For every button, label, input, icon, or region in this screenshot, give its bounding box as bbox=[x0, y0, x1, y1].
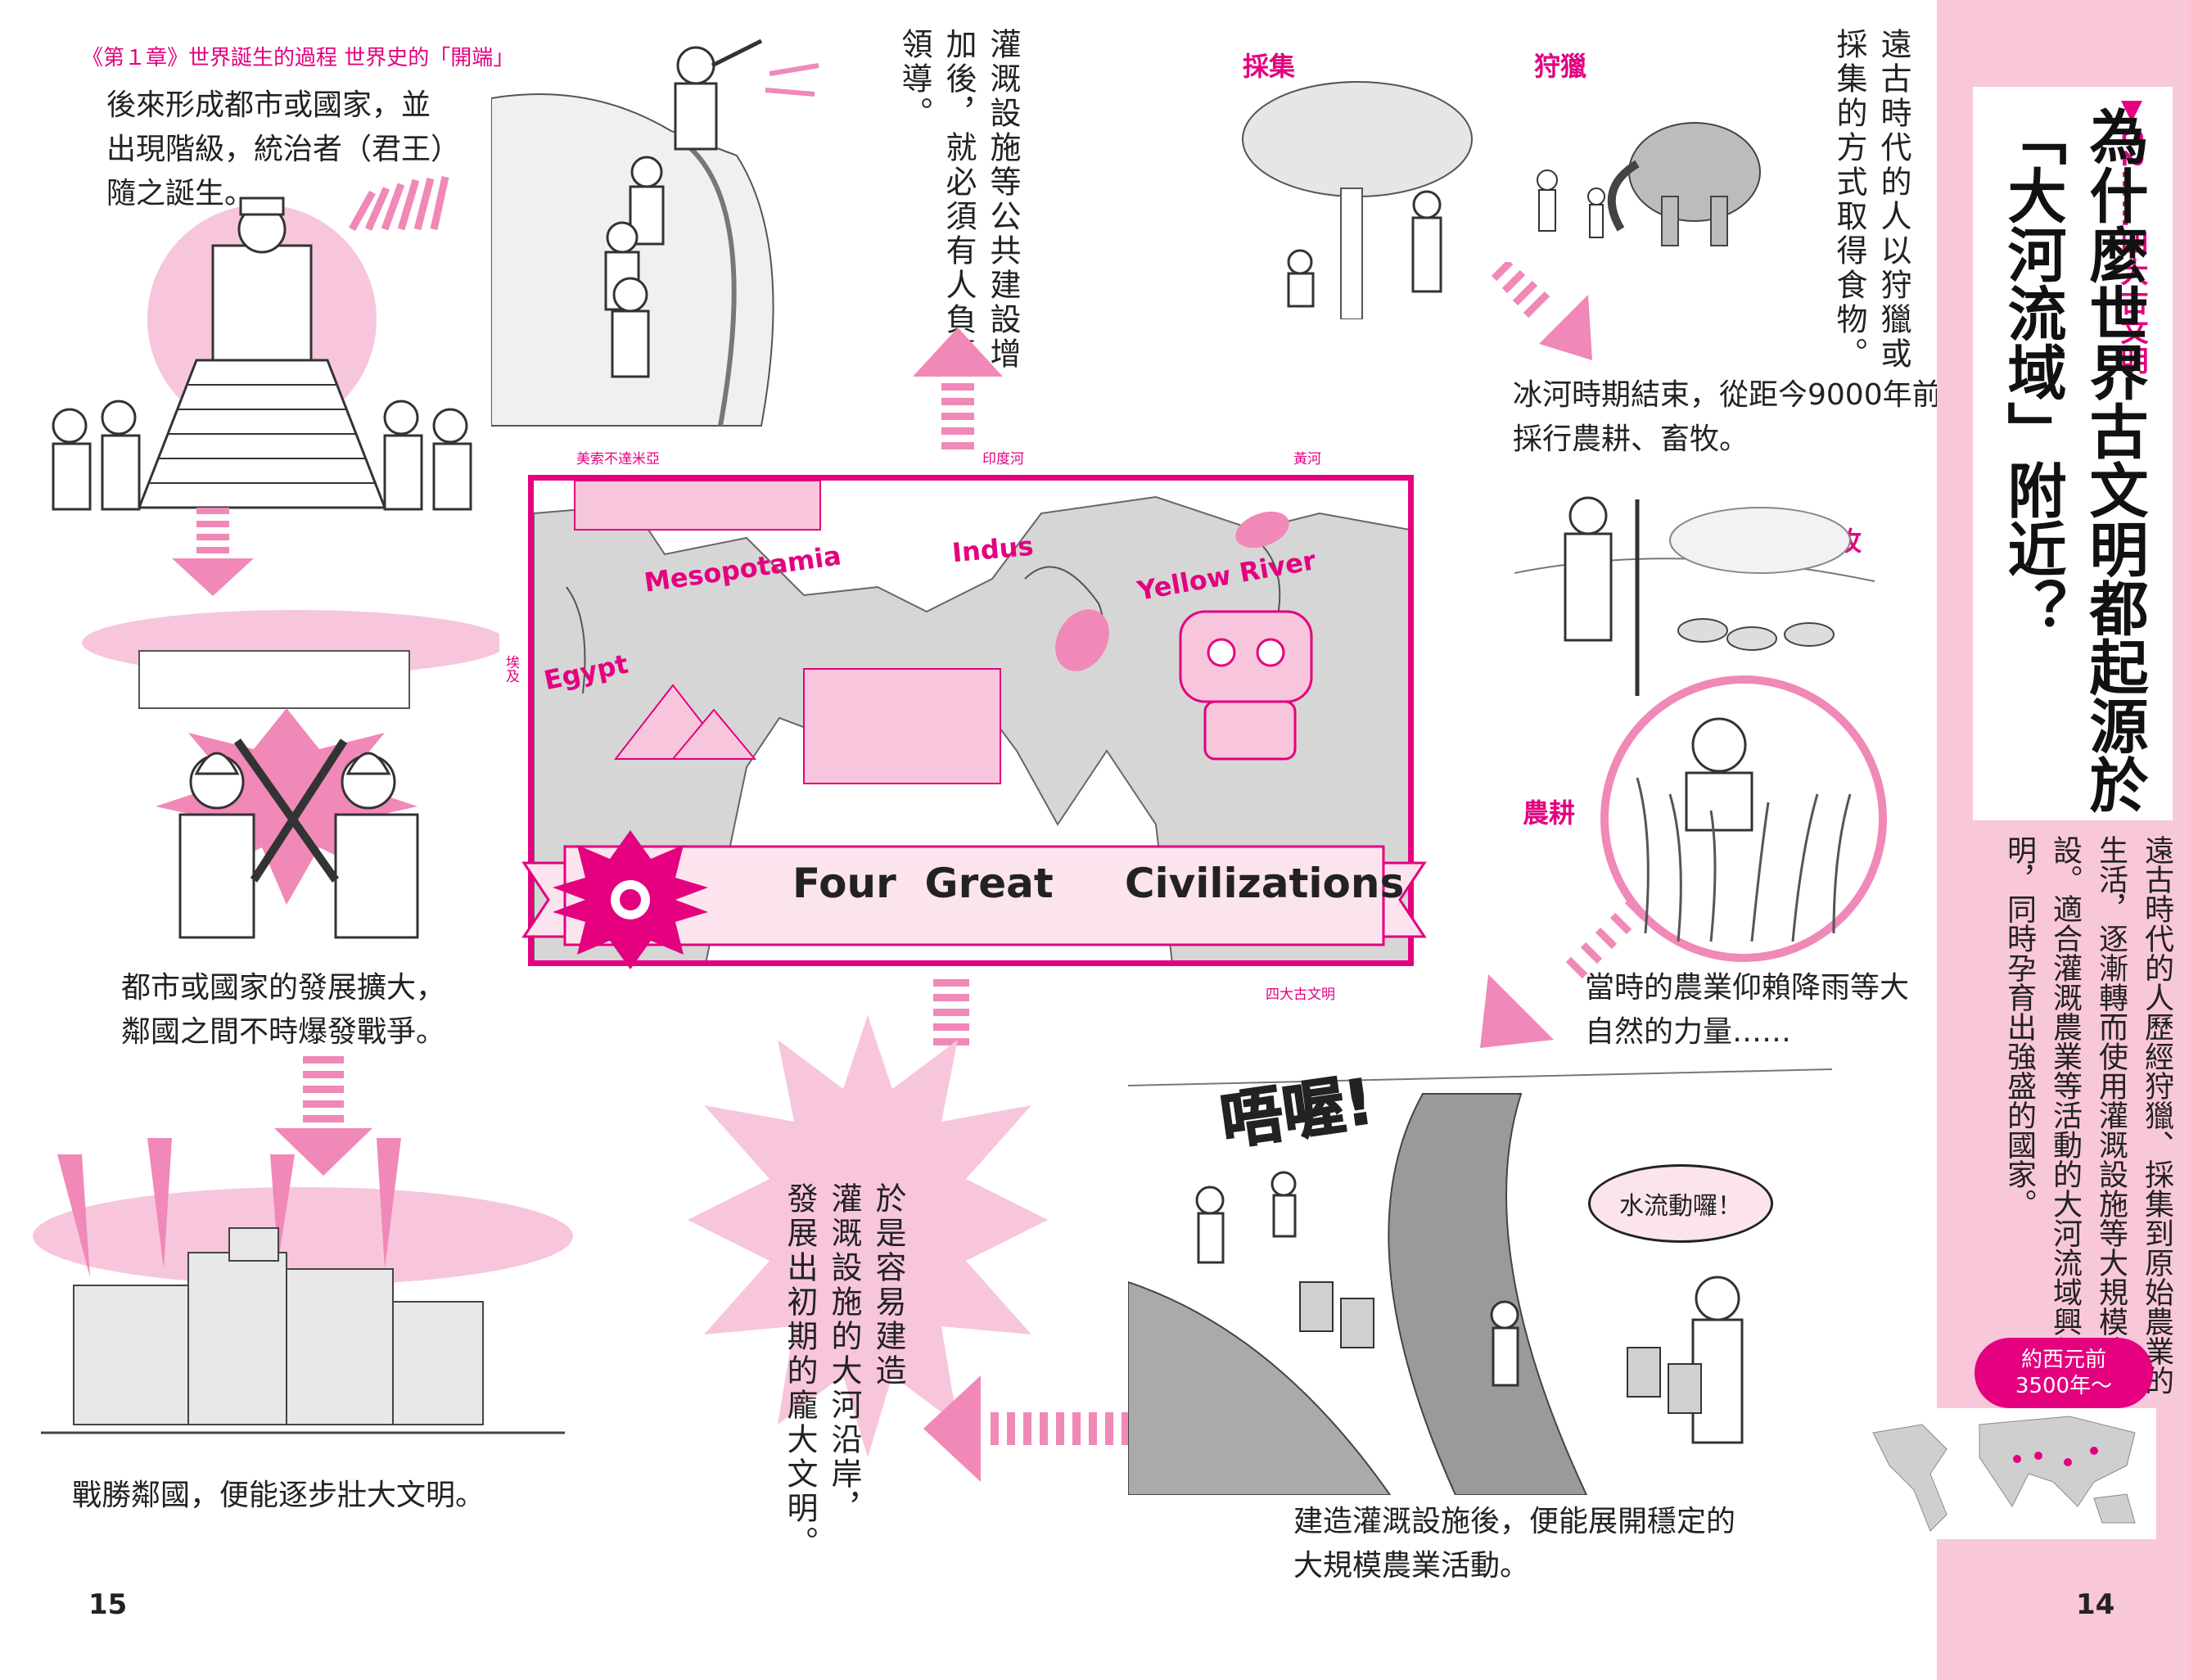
climbers-illustration bbox=[491, 38, 819, 427]
map-label-four-cn: 四大古文明 bbox=[1266, 987, 1335, 1003]
down-arrow bbox=[274, 1056, 372, 1176]
section-marker: ▼02……四大古文明 bbox=[2115, 93, 2148, 377]
page-number-right: 14 bbox=[2076, 1588, 2115, 1621]
hunting-mammoth-illustration bbox=[1537, 122, 1761, 246]
up-arrow bbox=[913, 327, 1003, 449]
war-illustration bbox=[82, 610, 499, 939]
diagonal-arrow-left bbox=[1480, 897, 1644, 1048]
map-label-indus-cn: 印度河 bbox=[982, 451, 1024, 467]
starburst-shape bbox=[688, 1015, 1048, 1457]
war-caption: 都市或國家的發展擴大， 鄰國之間不時爆發戰爭。 bbox=[121, 971, 446, 1049]
sidebar-summary: 遠古時代的人歷經狩獵、採集到原始農業的 生活，逐漸轉而使用灌溉設施等大規模建 設… bbox=[2002, 835, 2173, 1395]
ice-age-caption: 冰河時期結束，從距今9000年前開始 採行農耕、畜牧。 bbox=[1513, 378, 2001, 456]
king-throne-illustration bbox=[52, 196, 472, 511]
farming-circle-illustration bbox=[1600, 675, 1887, 962]
victory-caption: 戰勝鄰國，便能逐步壯大文明。 bbox=[72, 1479, 485, 1512]
map-label-yellow-cn: 黃河 bbox=[1293, 451, 1321, 467]
world-locator-map bbox=[1857, 1408, 2156, 1539]
title-box bbox=[1973, 87, 2173, 820]
banner-ribbon bbox=[521, 830, 1427, 969]
herding-illustration bbox=[1514, 496, 1875, 696]
label-farming: 農耕 bbox=[1523, 797, 1576, 829]
irrigation-caption: 建造灌溉設施後，便能展開穩定的 大規模農業活動。 bbox=[1293, 1505, 1736, 1583]
chapter-header: 《第１章》世界誕生的過程 世界史的「開端」 bbox=[82, 46, 515, 70]
burst-caption: 於是容易建造 灌溉設施的大河沿岸， 發展出初期的龐大文明。 bbox=[782, 1182, 906, 1560]
diagonal-arrow bbox=[1491, 262, 1592, 360]
leader-caption: 灌溉設施等公共建設增 加後，就必須有人負責 領導。 bbox=[896, 28, 1021, 372]
triangle-icon: ▼ bbox=[2115, 93, 2148, 128]
speech-bubble-text: 水流動囉！ bbox=[1619, 1192, 1742, 1221]
map-label-egypt-cn: 埃及 bbox=[503, 655, 519, 683]
irrigation-illustration bbox=[1128, 1068, 1832, 1495]
date-badge-line2: 3500年～ bbox=[2015, 1374, 2113, 1398]
label-hunting: 狩獵 bbox=[1534, 51, 1587, 82]
gathering-illustration bbox=[1242, 81, 1473, 319]
ancient-caption: 遠古時代的人以狩獵或 採集的方式取得食物。 bbox=[1831, 28, 1911, 372]
emphasis-stripes bbox=[349, 176, 449, 232]
date-badge-line1: 約西元前 bbox=[2020, 1348, 2106, 1372]
section-title: 為什麼世界古文明都起源於 「大河流域」附近？ bbox=[1997, 106, 2148, 814]
map-label-mesopotamia-cn: 美索不達米亞 bbox=[576, 451, 660, 467]
banner-title: Four Great Civilizations bbox=[792, 860, 1405, 907]
rain-caption: 當時的農業仰賴降雨等大 自然的力量…… bbox=[1585, 971, 1910, 1049]
down-arrow bbox=[172, 508, 254, 596]
speech-bubble: 水流動囉！ bbox=[1588, 1164, 1773, 1243]
date-badge: 約西元前 3500年～ bbox=[1975, 1338, 2153, 1408]
city-illustration bbox=[33, 1138, 573, 1434]
label-gathering: 採集 bbox=[1243, 51, 1296, 82]
stripe-connector bbox=[933, 979, 969, 1045]
king-caption: 後來形成都市或國家，並 出現階級，統治者（君王） 隨之誕生。 bbox=[106, 88, 461, 210]
page-number-left: 15 bbox=[88, 1588, 128, 1621]
